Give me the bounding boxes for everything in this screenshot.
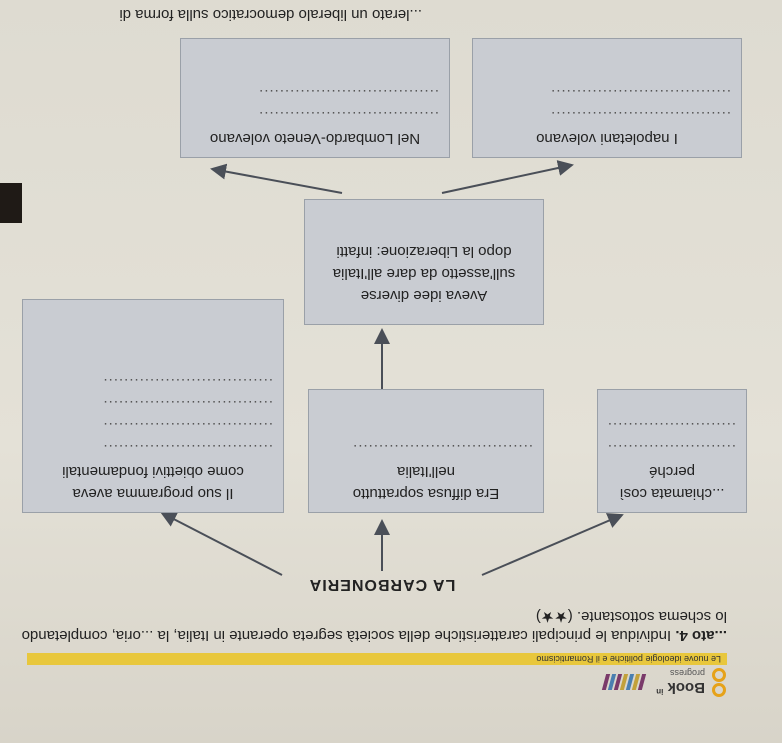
next-paragraph-fragment: ...lerato un liberalo democratico sulla … (119, 6, 422, 23)
arrow-to-right (160, 512, 283, 576)
answer-blank[interactable]: ................................... (258, 108, 439, 125)
answer-blank[interactable]: ................................... (550, 108, 731, 125)
answer-blank[interactable]: ................................... (550, 86, 731, 103)
box-middle-text-1: Era diffusa soprattutto (352, 485, 500, 502)
box-lombardy-text: Nel Lombardo-Veneto volevano (209, 130, 421, 147)
box-left-name-origin: ...chiamata così perché ................… (597, 389, 747, 513)
answer-blank[interactable]: ................................. (102, 419, 273, 436)
box-ideas: Aveva idee diverse sull'assetto da dare … (304, 199, 544, 325)
answer-blank[interactable]: ................................... (608, 419, 736, 436)
box-naples-text: I napoletani volevano (536, 130, 678, 147)
box-right-program: Il suo programma aveva come obiettivi fo… (22, 299, 284, 513)
arrow-to-left (481, 513, 624, 576)
answer-blank[interactable]: ................................. (102, 397, 273, 414)
answer-blank[interactable]: ................................. (102, 375, 273, 392)
box-ideas-text-3: dopo la Liberazione: infatti (336, 243, 512, 260)
margin-binding (0, 183, 22, 223)
box-right-text-1: Il suo programma aveva (72, 485, 234, 502)
box-middle-diffusion: Era diffusa soprattutto nell'Italia ....… (308, 389, 544, 513)
box-left-text: ...chiamata così perché (619, 463, 725, 502)
box-ideas-text-2: sull'assetto da dare all'Italia (332, 265, 516, 282)
arrow-to-naples (441, 160, 574, 194)
box-middle-text-2: nell'Italia (397, 463, 455, 480)
answer-blank[interactable]: ................................. (102, 441, 273, 458)
box-ideas-text-1: Aveva idee diverse (360, 287, 488, 304)
box-naples: I napoletani volevano ..................… (472, 38, 742, 158)
answer-blank[interactable]: ................................... (352, 441, 533, 458)
arrow-to-lombardy (210, 163, 343, 194)
answer-blank[interactable]: ................................... (258, 86, 439, 103)
box-right-text-2: come obiettivi fondamentali (62, 463, 244, 480)
box-lombardy: Nel Lombardo-Veneto volevano ...........… (180, 38, 450, 158)
answer-blank[interactable]: ................................... (608, 441, 736, 458)
